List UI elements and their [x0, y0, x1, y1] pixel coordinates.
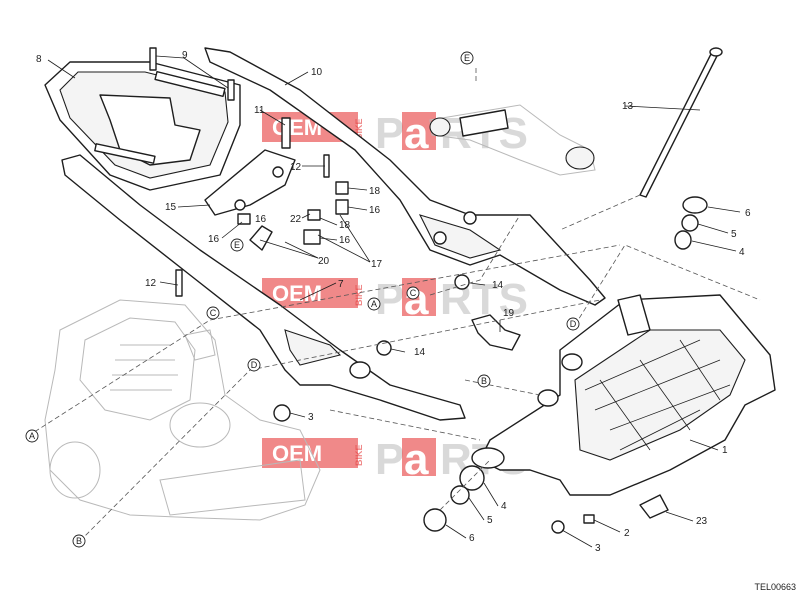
watermark-bike-text: BIKE	[354, 444, 364, 466]
ref-marker-d: D	[566, 317, 580, 331]
engine-ghost-outline	[44, 299, 321, 521]
label-part: 12	[145, 278, 157, 289]
watermark-bike-text: BIKE	[354, 118, 364, 140]
label-part: 10	[311, 67, 323, 78]
watermark-parts-a: a	[404, 435, 429, 484]
ref-marker-a: A	[367, 297, 381, 311]
drawing-code: TEL00663	[754, 582, 796, 592]
label-part: 3	[595, 543, 601, 554]
label-part: 16	[208, 234, 220, 245]
label-part: 3	[308, 412, 314, 423]
label-part: 5	[731, 229, 737, 240]
label-part: 15	[165, 202, 177, 213]
label-part: 22	[290, 214, 302, 225]
lower-frame-rail	[61, 154, 466, 421]
label-part: 16	[339, 235, 351, 246]
svg-text:B: B	[76, 536, 82, 546]
watermark-middle: OEM BIKE P a RTS	[262, 275, 528, 324]
watermark-a-box	[402, 438, 436, 476]
label-part: 9	[182, 50, 188, 61]
watermark-a-box	[402, 112, 436, 150]
svg-text:B: B	[481, 376, 487, 386]
ref-marker-d: D	[247, 358, 261, 372]
watermark-parts-a: a	[404, 109, 429, 158]
label-part: 18	[369, 186, 381, 197]
label-part: 5	[487, 515, 493, 526]
mounting-bracket	[204, 149, 296, 216]
label-part: 8	[36, 54, 42, 65]
ref-marker-b: B	[72, 534, 86, 548]
label-part: 17	[371, 259, 383, 270]
part-number-labels: 8 9 10 11 12 18 16 15 22 18 16 16 16 20 …	[36, 50, 751, 554]
label-part: 13	[622, 101, 634, 112]
label-part: 4	[739, 247, 745, 258]
ref-marker-a: A	[25, 429, 39, 443]
watermark-oem-text: OEM	[272, 441, 322, 466]
label-part: 19	[503, 308, 515, 319]
hardware-parts	[149, 47, 723, 534]
main-subframe	[471, 294, 776, 496]
watermark-parts-p: P	[375, 109, 404, 158]
luggage-rack	[44, 61, 241, 191]
svg-text:C: C	[410, 288, 417, 298]
reference-markers: E E A C D B C D	[25, 51, 580, 548]
svg-text:D: D	[570, 319, 577, 329]
label-part: 12	[290, 162, 302, 173]
label-part: 4	[501, 501, 507, 512]
label-part: 23	[696, 516, 708, 527]
svg-text:A: A	[29, 431, 35, 441]
svg-text:A: A	[371, 299, 377, 309]
ref-marker-e: E	[460, 51, 474, 65]
label-part: 14	[414, 347, 426, 358]
leader-lines	[47, 55, 741, 548]
svg-text:E: E	[234, 240, 240, 250]
tailpipe-ghost	[429, 104, 596, 176]
watermark-parts-p: P	[375, 435, 404, 484]
watermark-parts-a: a	[404, 275, 429, 324]
label-part: 11	[254, 105, 265, 116]
label-part: 6	[745, 208, 751, 219]
label-part: 6	[469, 533, 475, 544]
label-part: 16	[369, 205, 381, 216]
label-part: 16	[255, 214, 267, 225]
label-part: 18	[339, 220, 351, 231]
svg-text:E: E	[464, 53, 470, 63]
label-part: 20	[318, 256, 330, 267]
ref-marker-c: C	[406, 286, 420, 300]
ref-marker-e: E	[230, 238, 244, 252]
label-part: 2	[624, 528, 630, 539]
label-part: 1	[722, 445, 728, 456]
label-part: 7	[338, 279, 344, 290]
ref-marker-c: C	[206, 306, 220, 320]
watermark-a-box	[402, 278, 436, 316]
svg-text:D: D	[251, 360, 258, 370]
ref-marker-b: B	[477, 374, 491, 388]
watermark-parts-p: P	[375, 275, 404, 324]
watermark-bike-text: BIKE	[354, 284, 364, 306]
svg-text:C: C	[210, 308, 217, 318]
upper-frame-rail	[204, 47, 606, 306]
label-part: 14	[492, 280, 504, 291]
